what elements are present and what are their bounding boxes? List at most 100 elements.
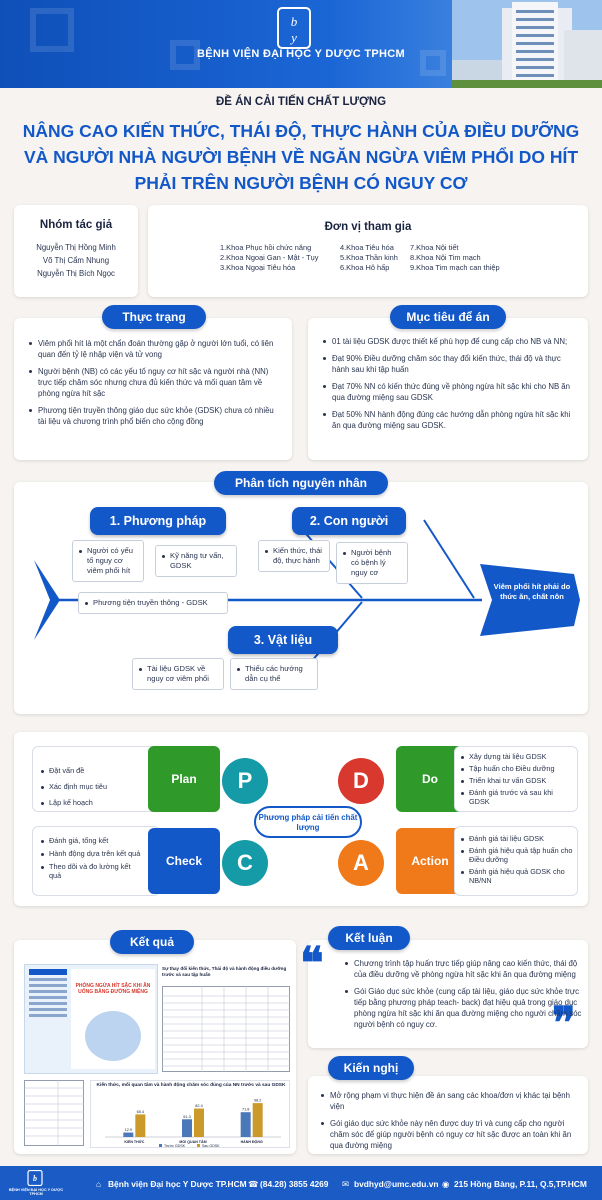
cause-item: Người có yếu tố nguy cơ viêm phổi hít [72,540,144,582]
unit-item: 1.Khoa Phục hồi chức năng [220,243,312,252]
check-item: Hành động dựa trên kết quả [40,849,144,858]
decor-square [420,50,446,76]
leaflet-photo [85,1011,141,1061]
chart-data-label: 82.4 [195,1104,202,1108]
units-col-1: 1.Khoa Phục hồi chức năng 2.Khoa Ngoại G… [220,243,340,273]
check-items: Đánh giá, tổng kết Hành động dựa trên kế… [40,836,144,884]
cause-category-method: 1. Phương pháp [90,507,226,535]
footer-logo-icon: b [27,1170,43,1186]
hospital-building-image [452,0,602,88]
cause-item: Kỹ năng tư vấn, GDSK [155,545,237,577]
check-item: Đánh giá, tổng kết [40,836,144,845]
act-label: Action [396,828,464,894]
conclusion-card: ❝ ❞ Chương trình tập huấn trực tiếp giúp… [300,940,588,1049]
chart-legend-swatch [159,1144,162,1147]
do-item: Xây dựng tài liệu GDSK [460,752,574,761]
goal-item: 01 tài liệu GDSK được thiết kế phù hợp đ… [322,336,580,347]
hospital-logo: b y [277,7,311,49]
act-item: Đánh giá hiệu quả GDSK cho NB/NN [460,867,574,885]
chart-bar [123,1132,134,1137]
plan-item: Xác định mục tiêu [40,782,152,792]
chart-data-label: 71.8 [242,1108,249,1112]
chart-category-label: MỐI QUAN TÂM [179,1139,206,1144]
footer-phone: (84.28) 3855 4269 [260,1179,329,1189]
situation-item: Viêm phổi hít là một chẩn đoán thường gặ… [28,338,282,360]
cause-item: Phương tiện truyền thông - GDSK [78,592,228,614]
authors-list: Nguyễn Thị Hồng Minh Võ Thị Cẩm Nhung Ng… [14,241,138,280]
do-letter-circle: D [338,758,384,804]
goal-item: Đạt 70% NN có kiến thức đúng về phòng ng… [322,381,580,403]
chart-bar [182,1119,192,1137]
leaflet-cover: PHÒNG NGỪA HÍT SẶC KHI ĂN UỐNG BẰNG ĐƯỜN… [71,969,155,1069]
chart-category-label: KIẾN THỨC [124,1139,144,1144]
results-heading: Kết quả [110,930,194,954]
unit-item: 3.Khoa Ngoại Tiêu hóa [220,263,296,272]
chart-category-label: HÀNH ĐỘNG [241,1139,263,1144]
footer-hospital-icon: ⌂ [96,1179,102,1189]
footer-address: 215 Hồng Bàng, P.11, Q.5,TP.HCM [454,1179,587,1189]
author-name: Võ Thị Cẩm Nhung [42,256,110,265]
goals-list: 01 tài liệu GDSK được thiết kế phù hợp đ… [322,336,580,437]
footer-email: bvdhyd@umc.edu.vn [354,1179,439,1189]
recommend-item: Gói giáo dục sức khỏe này nên được duy t… [320,1118,580,1151]
quote-close-icon: ❞ [552,998,576,1049]
cause-item: Thiếu các hướng dẫn cụ thể [230,658,318,690]
unit-item: 2.Khoa Ngoại Gan - Mật - Tụy [220,253,319,262]
chart-legend-swatch [197,1144,200,1147]
cause-heading: Phân tích nguyên nhân [214,471,388,495]
project-main-title: NÂNG CAO KIẾN THỨC, THÁI ĐỘ, THỰC HÀNH C… [22,121,580,193]
recommend-list: Mở rộng phạm vi thực hiện đề án sang các… [320,1090,580,1157]
chart-data-label: 65.4 [137,1110,144,1114]
footer-logo-text: BỆNH VIỆN ĐẠI HỌC Y DƯỢC TPHCM [8,1188,64,1196]
unit-item: 7.Khoa Nội tiết [410,243,459,252]
phone-icon: ☎ [248,1179,259,1189]
pdca-card: Đặt vấn đề Xác định mục tiêu Lập kế hoạc… [14,732,588,906]
results-chart-panel: Kiến thức, mối quan tâm và hành động chă… [90,1080,290,1148]
plan-notes-box [32,746,160,812]
author-name: Nguyễn Thị Bích Ngọc [37,269,115,278]
conclusion-item: Chương trình tập huấn trực tiếp giúp nân… [344,958,582,980]
leaflet-image: PHÒNG NGỪA HÍT SẶC KHI ĂN UỐNG BẰNG ĐƯỜN… [24,964,158,1074]
conclusion-list: Chương trình tập huấn trực tiếp giúp nân… [344,958,582,1036]
chart-bar [240,1112,251,1137]
cause-category-material: 3. Vật liệu [228,626,338,654]
recommend-item: Mở rộng phạm vi thực hiện đề án sang các… [320,1090,580,1112]
goals-heading: Mục tiêu để án [390,305,506,329]
author-name: Nguyễn Thị Hồng Minh [36,243,116,252]
goals-card: 01 tài liệu GDSK được thiết kế phù hợp đ… [308,318,588,460]
act-item: Đánh giá hiệu quả tập huấn cho Điều dưỡn… [460,846,574,864]
situation-list: Viêm phổi hít là một chẩn đoán thường gặ… [28,338,282,433]
results-table [162,986,290,1072]
check-letter-circle: C [222,840,268,886]
results-small-table [24,1080,84,1146]
do-item: Tập huấn cho Điều dưỡng [460,764,574,773]
chart-legend-label: Trước GDSK [164,1144,186,1148]
results-table-grid [162,986,290,1072]
unit-item: 6.Khoa Hô hấp [340,263,390,272]
conclusion-item: Gói Giáo dục sức khỏe (cung cấp tài liệu… [344,986,582,1030]
units-heading: Đơn vị tham gia [324,221,412,233]
pdca-center-label: Phương pháp cải tiến chất lượng [254,806,362,838]
authors-card: Nhóm tác giả Nguyễn Thị Hồng Minh Võ Thị… [14,205,138,297]
svg-text:b: b [291,14,298,29]
results-table-title: Sự thay đổi kiến thức, Thái độ và hành đ… [162,966,287,977]
cause-item: Người bệnh có bệnh lý nguy cơ [336,542,408,584]
chart-data-label: 12.9 [125,1128,132,1132]
header-banner: b y BỆNH VIỆN ĐẠI HỌC Y DƯỢC TPHCM [0,0,602,88]
goal-item: Đạt 90% Điều dưỡng chăm sóc thay đổi kiế… [322,353,580,375]
unit-item: 5.Khoa Thần kinh [340,253,398,262]
results-small-table-grid [24,1080,84,1146]
plan-item: Đặt vấn đề [40,766,152,776]
chart-legend-label: Sau GDSK [202,1144,220,1148]
act-letter-circle: A [338,840,384,886]
goal-item: Đạt 50% NN hành động đúng các hướng dẫn … [322,409,580,431]
check-notes-box [32,826,160,896]
recommend-card: Mở rộng phạm vi thực hiện đề án sang các… [308,1076,588,1154]
do-label: Do [396,746,464,812]
units-col-2: 4.Khoa Tiêu hóa 5.Khoa Thần kinh 6.Khoa … [340,243,410,273]
quote-open-icon: ❝ [300,938,324,989]
check-label: Check [148,828,220,894]
units-col-3: 7.Khoa Nội tiết 8.Khoa Nội Tim mạch 9.Kh… [410,243,520,273]
svg-text:y: y [289,30,297,45]
